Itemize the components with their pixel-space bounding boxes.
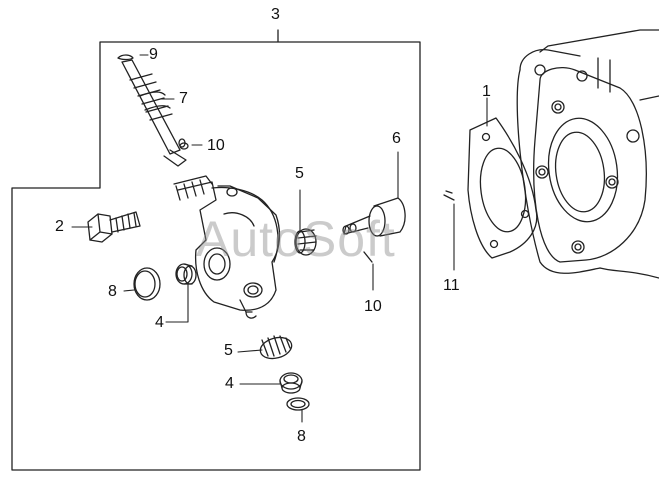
driven-gear-6 [342, 197, 406, 237]
callout-3: 3 [271, 6, 280, 23]
callout-6: 6 [392, 130, 401, 147]
pin-11 [443, 194, 455, 201]
callout-8-lower: 8 [297, 428, 306, 445]
bolt-2 [87, 211, 141, 243]
pinion-shaft-7 [121, 59, 187, 167]
gear-5-upper [294, 228, 317, 256]
callout-5-upper: 5 [295, 165, 304, 182]
bushing-4-lower [279, 372, 303, 394]
callout-10-lower: 10 [364, 298, 382, 315]
driven-gear-housing [173, 175, 281, 319]
callout-4-left: 4 [155, 314, 164, 331]
pin-10-lower [363, 251, 373, 263]
clip-9 [117, 54, 134, 61]
seal-8-left [133, 267, 161, 301]
leader-lines [71, 54, 488, 423]
gasket-1 [467, 117, 538, 259]
callout-8-left: 8 [108, 283, 117, 300]
callout-2: 2 [55, 218, 64, 235]
callout-4-lower: 4 [225, 375, 234, 392]
callout-11: 11 [443, 277, 460, 294]
seal-8-lower [286, 397, 310, 411]
gear-5-lower [259, 335, 293, 360]
assembly-3-outline [11, 29, 421, 471]
transmission-housing [516, 29, 659, 279]
bushing-4-left [175, 263, 197, 285]
callout-5-lower: 5 [224, 342, 233, 359]
callout-1: 1 [482, 83, 491, 100]
callout-10-upper: 10 [207, 137, 225, 154]
callout-7: 7 [179, 90, 188, 107]
pin-10-upper [179, 142, 189, 150]
callout-9: 9 [149, 46, 158, 63]
